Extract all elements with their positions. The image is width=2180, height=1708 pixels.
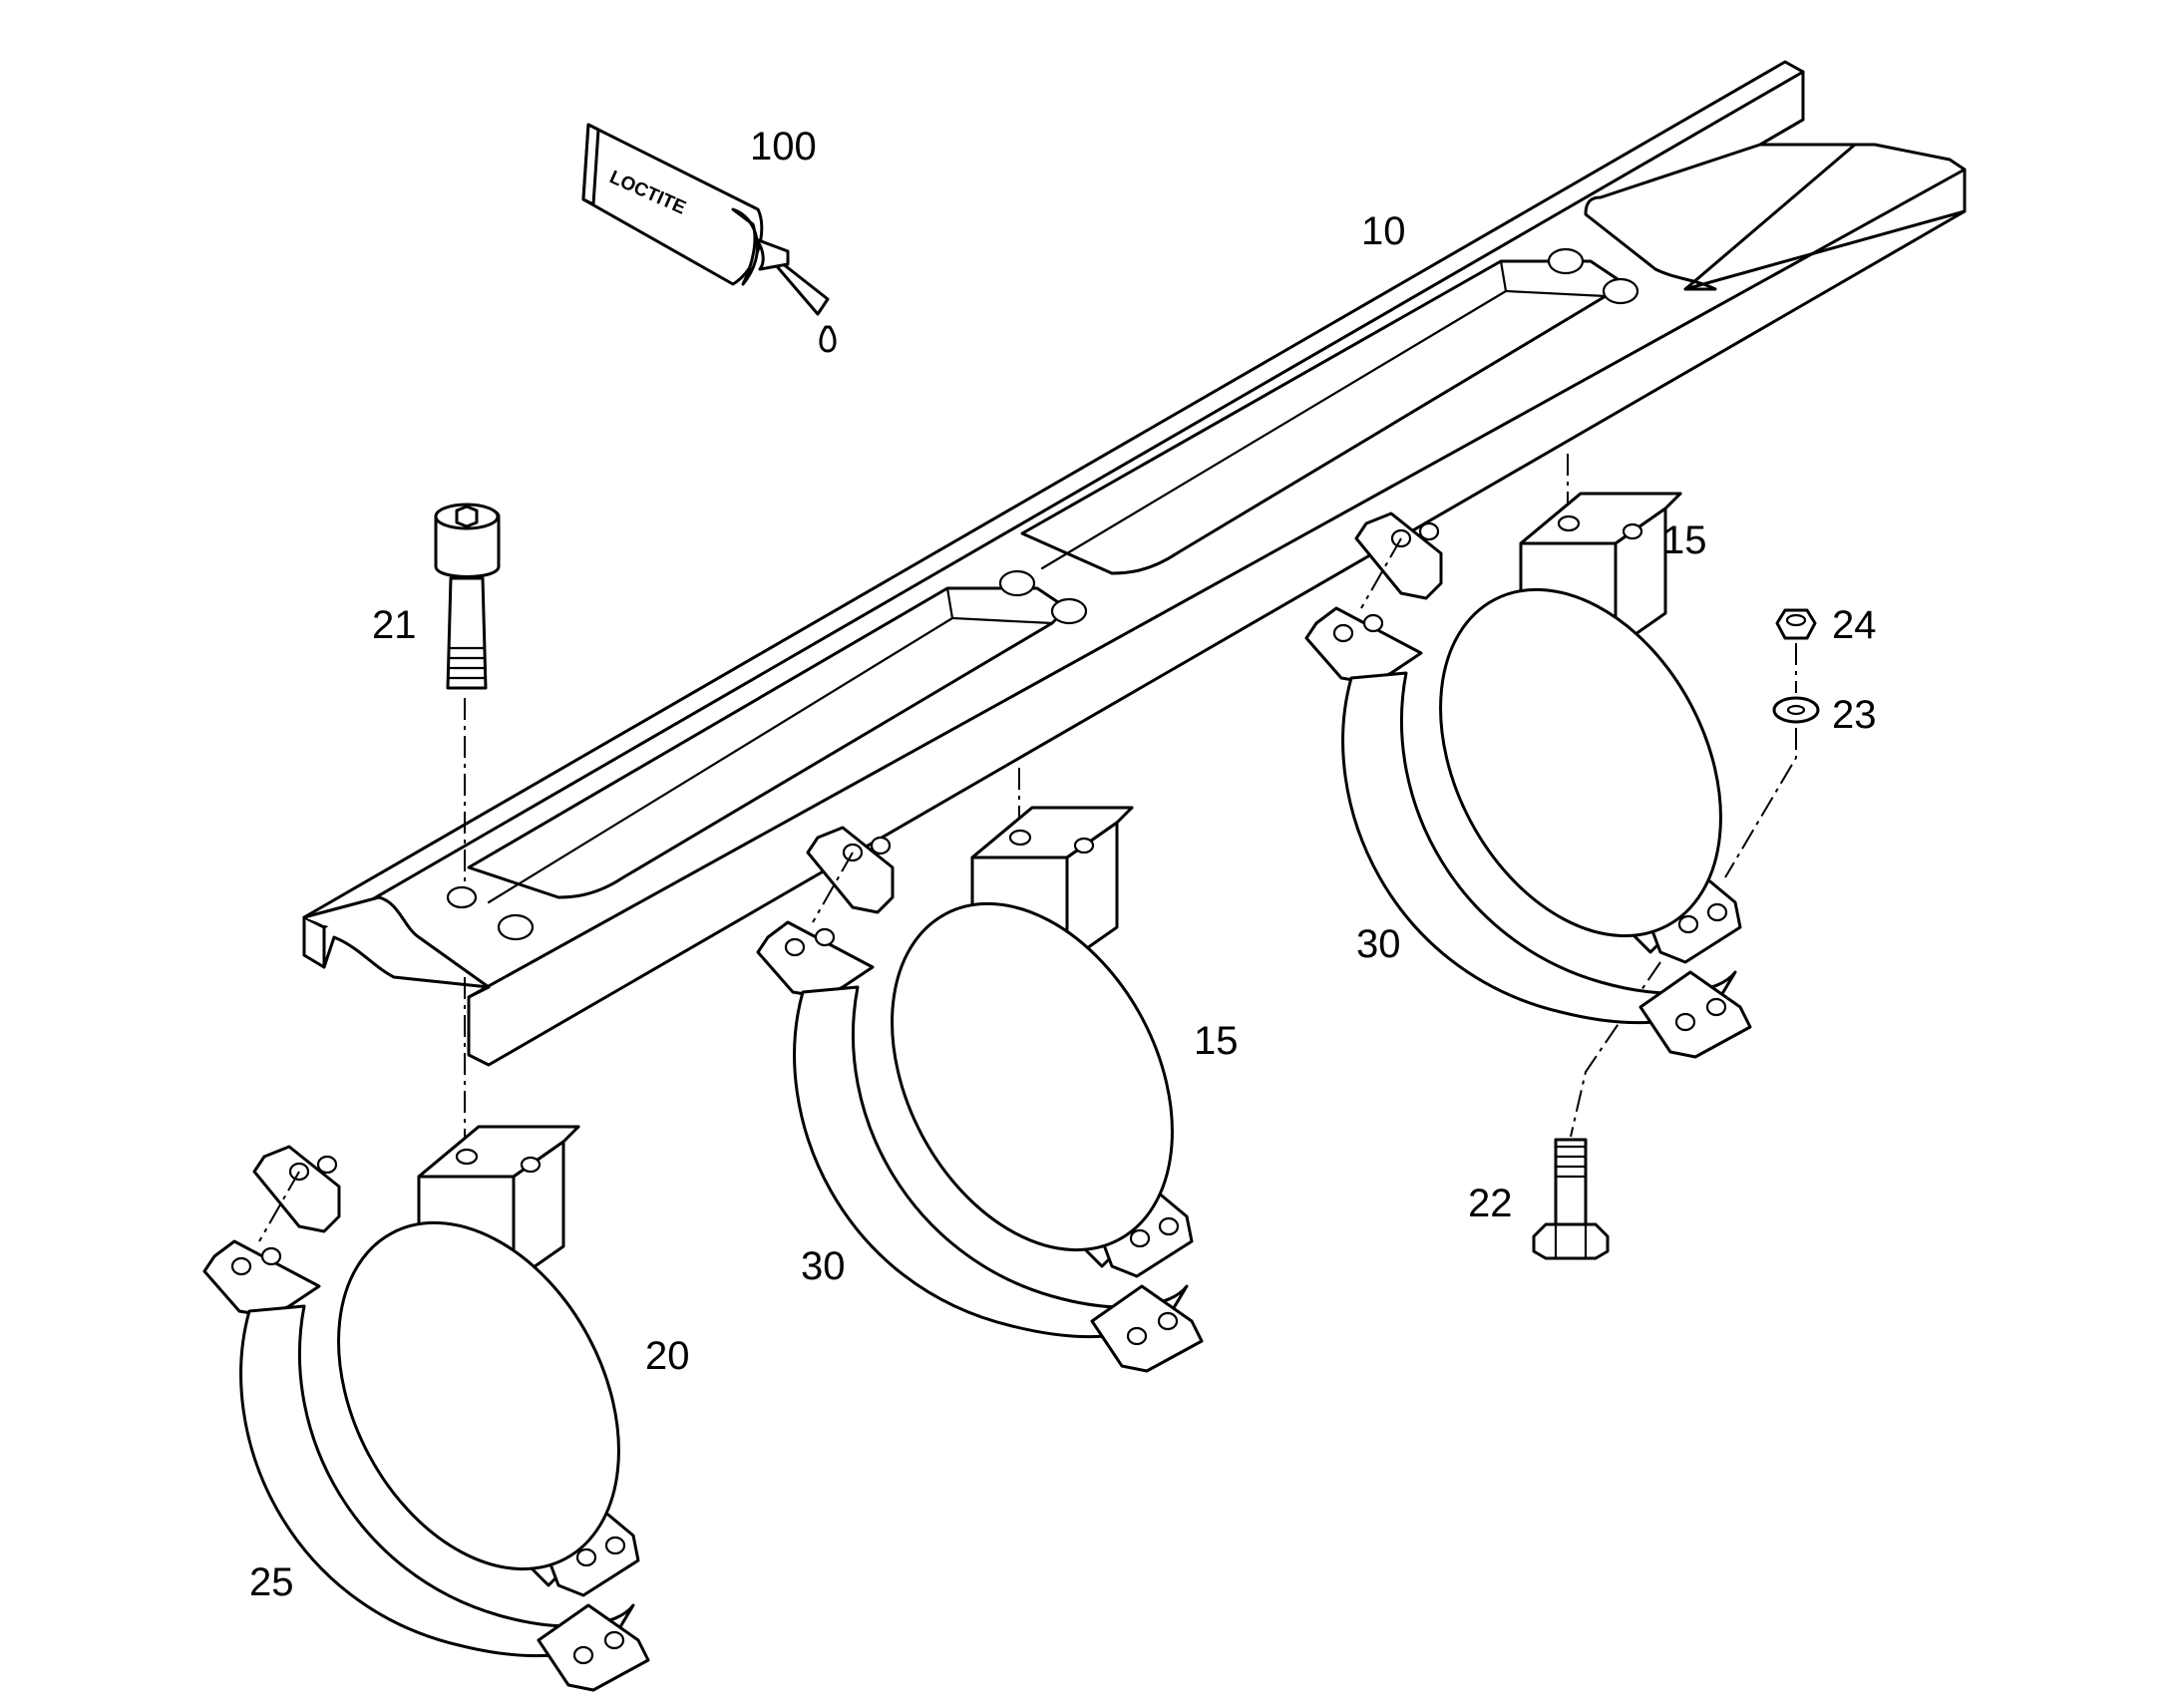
callout-23: 23 — [1832, 693, 1877, 737]
callout-24: 24 — [1832, 603, 1877, 647]
callout-15-middle: 15 — [1194, 1019, 1239, 1063]
callout-22: 22 — [1468, 1182, 1513, 1225]
callout-30-middle: 30 — [801, 1244, 846, 1288]
callout-10: 10 — [1361, 209, 1406, 253]
callout-30-upper: 30 — [1356, 922, 1401, 966]
nut — [1775, 608, 1817, 640]
callout-25: 25 — [249, 1560, 294, 1604]
clamp-lower-left — [202, 1125, 677, 1692]
loctite-tube: LOCTITE — [581, 123, 837, 353]
main-rail — [302, 60, 1967, 1067]
clamp-upper-right — [1304, 492, 1779, 1059]
callout-15-upper: 15 — [1662, 518, 1707, 562]
hex-bolt — [1532, 1138, 1610, 1260]
cap-screw — [434, 503, 501, 690]
callout-21: 21 — [372, 603, 417, 647]
callout-20: 20 — [645, 1334, 690, 1378]
callout-100: 100 — [750, 125, 817, 169]
washer — [1772, 696, 1820, 724]
